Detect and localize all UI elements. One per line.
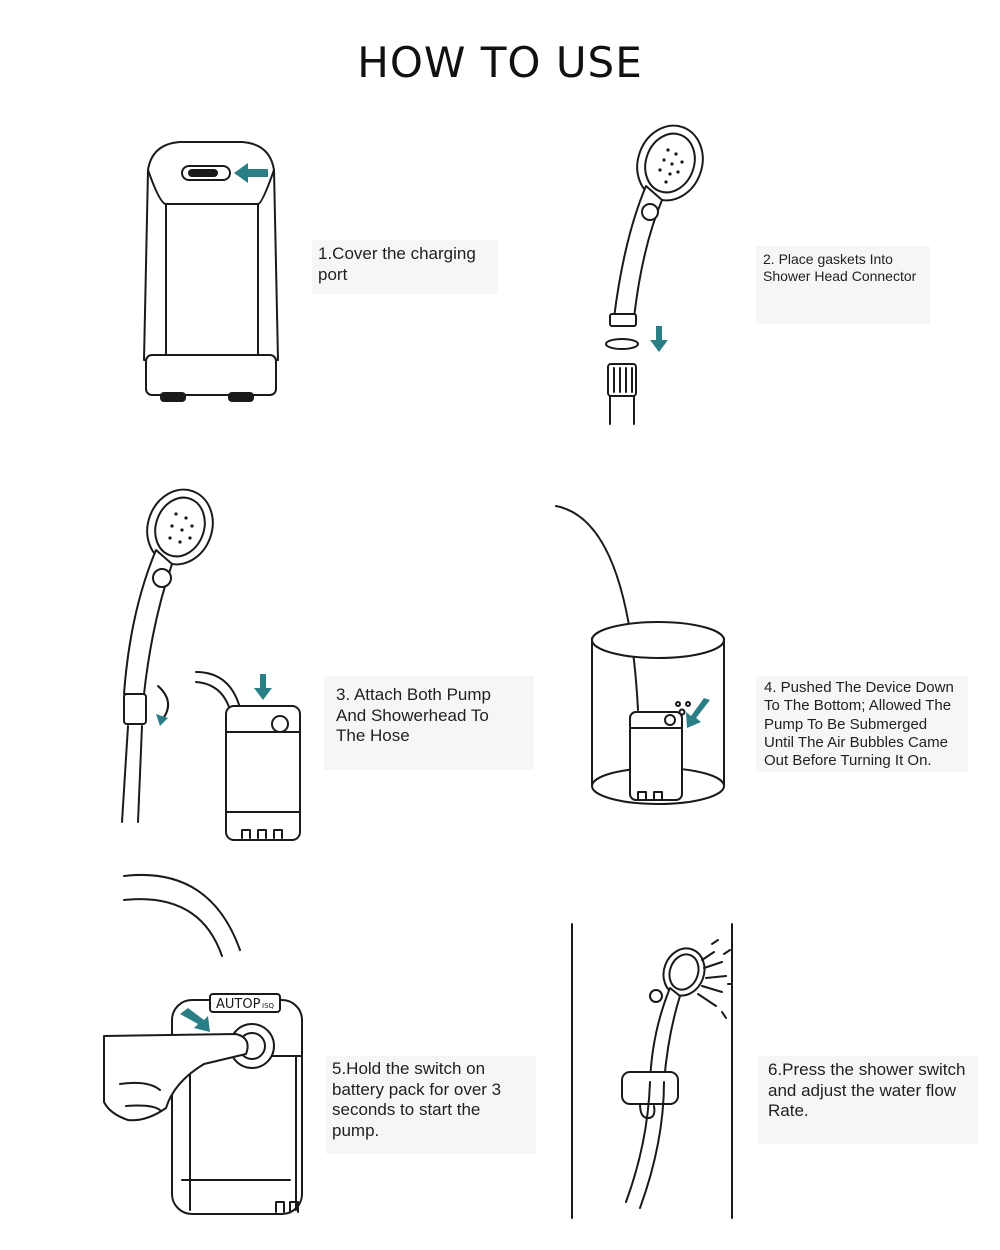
step-4-label: 4. Pushed The Device Down To The Bottom;… (756, 676, 968, 772)
brand-label: AUTOP (216, 997, 261, 1012)
arrow-icon (254, 674, 272, 700)
step3-attach-pump-illustration (121, 488, 301, 841)
spray-holes (658, 148, 684, 184)
step6-shower-spray-illustration (571, 923, 733, 1219)
arrow-icon (156, 714, 168, 726)
arrow-icon (180, 1008, 210, 1032)
step-1-label: 1.Cover the charging port (312, 240, 498, 294)
step1-battery-pack-illustration (143, 141, 279, 402)
arrow-icon (234, 163, 268, 183)
arrow-icon (686, 698, 710, 728)
hand (103, 1033, 249, 1122)
step-2-label: 2. Place gaskets Into Shower Head Connec… (756, 246, 930, 324)
svg-text:ISQ: ISQ (262, 1002, 275, 1010)
arrow-icon (650, 326, 668, 352)
step2-showerhead-gasket-illustration (605, 124, 704, 425)
step5-press-switch-illustration: AUTOP ISQ (103, 874, 303, 1215)
page-title: HOW TO USE (357, 38, 643, 87)
step-3-label: 3. Attach Both Pump And Showerhead To Th… (324, 676, 534, 770)
step-6-label: 6.Press the shower switch and adjust the… (758, 1056, 978, 1144)
step-5-label: 5.Hold the switch on battery pack for ov… (326, 1056, 536, 1154)
step4-submerged-pump-illustration (555, 505, 725, 805)
